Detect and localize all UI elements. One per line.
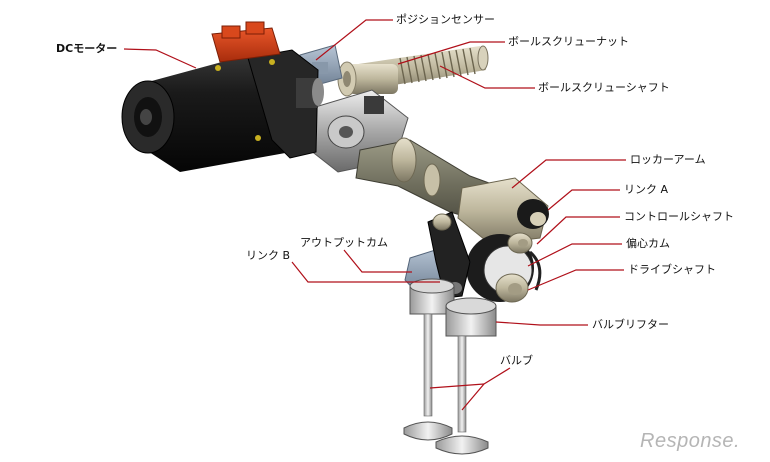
label-ball-screw-nut: ボールスクリューナット bbox=[508, 35, 629, 48]
label-link-a: リンク A bbox=[624, 183, 669, 196]
label-dc-motor: DCモーター bbox=[56, 42, 118, 55]
leader-valve bbox=[461, 367, 511, 411]
label-control-shaft: コントロールシャフト bbox=[624, 210, 734, 223]
label-drive-shaft: ドライブシャフト bbox=[628, 263, 716, 276]
leader-output-cam bbox=[343, 249, 412, 273]
label-valve: バルブ bbox=[500, 354, 533, 367]
leader-position-sensor bbox=[315, 19, 393, 61]
leader-lines bbox=[123, 19, 626, 411]
leader-ball-screw-nut bbox=[397, 41, 505, 65]
valve-part bbox=[403, 313, 489, 455]
label-valve-lifter: バルブリフター bbox=[592, 318, 669, 331]
leader-valve-lifter bbox=[495, 321, 588, 326]
leader-eccentric-cam bbox=[527, 243, 622, 267]
leader-rocker-arm bbox=[511, 159, 626, 189]
response-logo: Response. bbox=[640, 430, 741, 452]
ball-screw-nut-part bbox=[337, 61, 398, 97]
valve-lifter-part bbox=[409, 278, 497, 337]
drive-shaft-part bbox=[495, 273, 529, 303]
leader-drive-shaft bbox=[527, 269, 624, 291]
link-b-part bbox=[427, 211, 471, 299]
label-output-cam: アウトプットカム bbox=[300, 236, 388, 249]
label-link-b: リンク B bbox=[246, 249, 291, 262]
label-ball-screw-shaft: ボールスクリューシャフト bbox=[538, 81, 670, 94]
leader-link-b bbox=[291, 261, 440, 283]
label-eccentric-cam: 偏心カム bbox=[626, 237, 670, 250]
label-rocker-arm: ロッカーアーム bbox=[630, 153, 706, 166]
leader-link-a bbox=[547, 189, 620, 211]
rocker-arm-part bbox=[457, 177, 549, 245]
leader-dc-motor bbox=[123, 48, 197, 69]
leader-valve-2 bbox=[429, 383, 485, 389]
leader-ball-screw-shaft bbox=[439, 65, 535, 89]
leader-control-shaft bbox=[536, 216, 620, 245]
dc-motor-part bbox=[121, 49, 324, 172]
label-position-sensor: ポジションセンサー bbox=[396, 13, 495, 26]
motor-connector bbox=[211, 21, 281, 63]
